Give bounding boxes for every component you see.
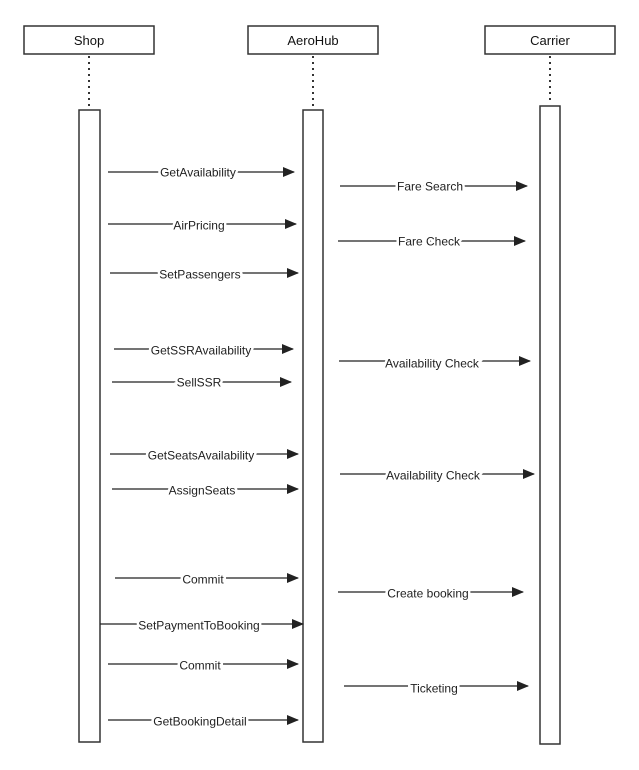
message-label: GetSeatsAvailability <box>148 449 255 463</box>
message-7: SellSSR <box>112 373 292 392</box>
message-label: Availability Check <box>385 357 480 371</box>
participant-carrier: Carrier <box>484 25 616 55</box>
message-label: Ticketing <box>410 682 458 696</box>
message-3: Fare Check <box>338 232 526 251</box>
message-9: Availability Check <box>340 466 535 485</box>
message-12: Create booking <box>338 584 524 603</box>
message-11: Commit <box>115 570 299 589</box>
message-label: Fare Check <box>398 235 461 249</box>
message-label: SetPassengers <box>159 268 240 282</box>
message-2: AirPricing <box>108 216 297 235</box>
participant-shop: Shop <box>23 25 155 55</box>
message-6: Availability Check <box>339 354 531 373</box>
message-label: SetPaymentToBooking <box>138 619 259 633</box>
message-label: AirPricing <box>173 219 224 233</box>
participant-carrier-label: Carrier <box>530 33 570 48</box>
activation-bar-aerohub <box>302 109 324 743</box>
message-label: AssignSeats <box>169 484 236 498</box>
message-0: GetAvailability <box>108 163 295 182</box>
message-16: GetBookingDetail <box>108 712 299 731</box>
participant-shop-label: Shop <box>74 33 104 48</box>
message-label: Fare Search <box>397 180 463 194</box>
message-4: SetPassengers <box>110 265 299 284</box>
message-15: Ticketing <box>344 679 529 698</box>
message-14: Commit <box>108 656 299 675</box>
message-1: Fare Search <box>340 177 528 196</box>
participant-aerohub-label: AeroHub <box>287 33 338 48</box>
message-label: SellSSR <box>177 376 222 390</box>
message-label: Commit <box>182 573 224 587</box>
message-13: SetPaymentToBooking <box>100 616 304 635</box>
message-label: Create booking <box>387 587 468 601</box>
message-5: GetSSRAvailability <box>114 341 294 360</box>
activation-bar-carrier <box>539 105 561 745</box>
message-8: GetSeatsAvailability <box>110 446 299 465</box>
message-label: GetAvailability <box>160 166 236 180</box>
message-label: GetSSRAvailability <box>151 344 252 358</box>
message-label: GetBookingDetail <box>153 715 246 729</box>
message-10: AssignSeats <box>112 481 299 500</box>
message-label: Availability Check <box>386 469 481 483</box>
activation-bar-shop <box>78 109 101 743</box>
participant-aerohub: AeroHub <box>247 25 379 55</box>
message-label: Commit <box>179 659 221 673</box>
